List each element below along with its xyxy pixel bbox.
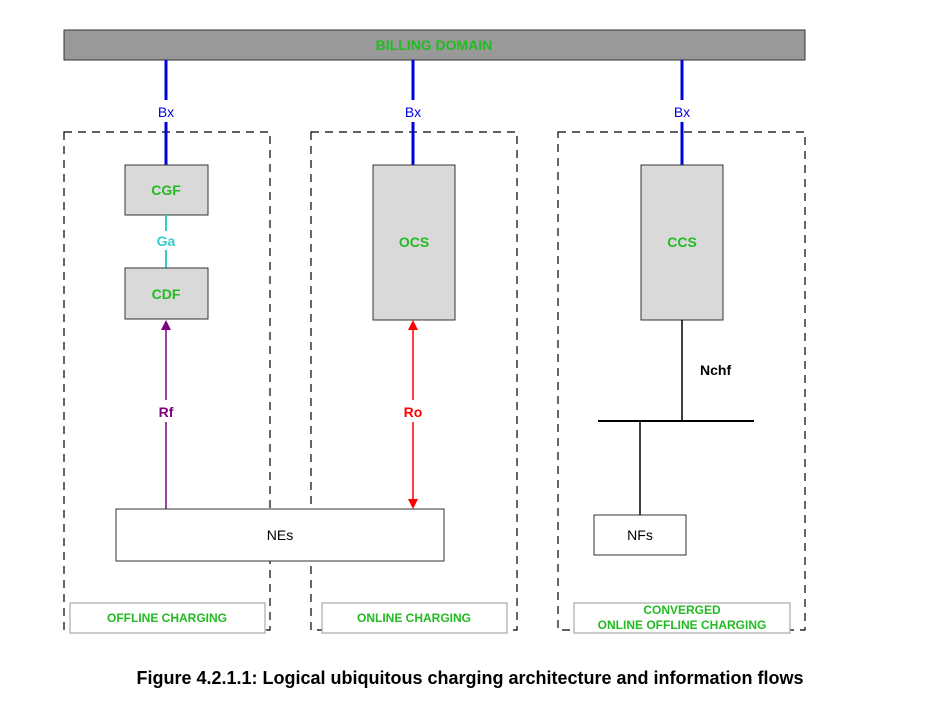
nfs-node — [593, 514, 687, 556]
converged-domain-label-box — [573, 602, 791, 634]
cdf-label: CDF — [152, 286, 181, 302]
cdf-node — [124, 267, 209, 320]
ocs-node — [372, 164, 456, 321]
ga-label: Ga — [157, 233, 176, 249]
nes-node — [115, 508, 445, 562]
billing-domain-label: BILLING DOMAIN — [376, 37, 493, 53]
online-domain-label: ONLINE CHARGING — [357, 611, 471, 625]
offline-domain-label: OFFLINE CHARGING — [107, 611, 227, 625]
cgf-label: CGF — [151, 182, 181, 198]
bx-label-converged: Bx — [674, 104, 690, 120]
ccs-node — [640, 164, 724, 321]
nes-label: NEs — [267, 527, 293, 543]
figure-caption: Figure 4.2.1.1: Logical ubiquitous charg… — [136, 668, 803, 688]
online-domain-label-box — [321, 602, 508, 634]
offline-domain-label-box — [69, 602, 266, 634]
bx-label-online: Bx — [405, 104, 421, 120]
converged-domain-label-line1: CONVERGED — [643, 603, 721, 617]
ocs-label: OCS — [399, 234, 429, 250]
bx-label-offline: Bx — [158, 104, 174, 120]
billing-domain-bar — [63, 29, 806, 61]
nchf-label: Nchf — [700, 362, 731, 378]
ccs-label: CCS — [667, 234, 697, 250]
rf-label: Rf — [159, 404, 174, 420]
nfs-label: NFs — [627, 527, 653, 543]
converged-domain-label-line2: ONLINE OFFLINE CHARGING — [598, 618, 767, 632]
ro-label: Ro — [404, 404, 423, 420]
cgf-node — [124, 164, 209, 216]
